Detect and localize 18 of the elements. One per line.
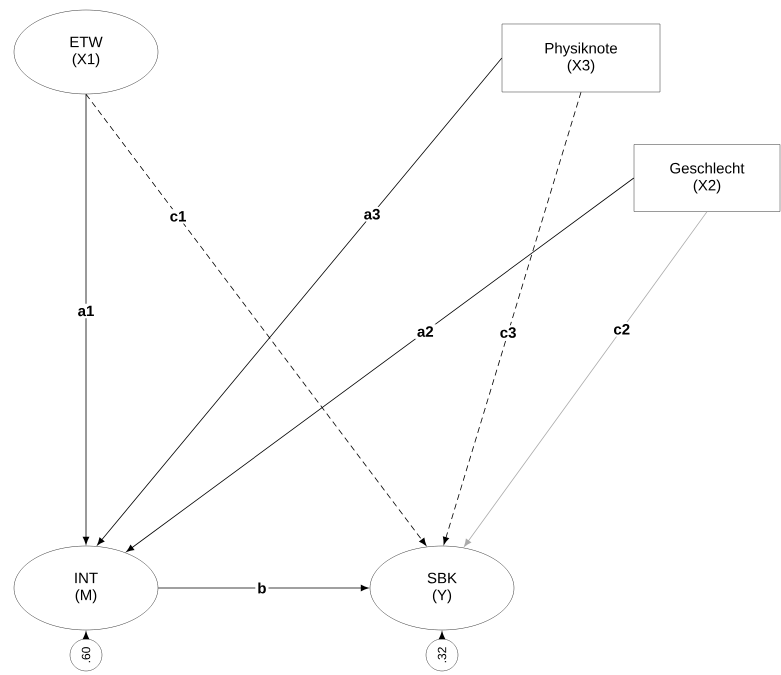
variable-box: Geschlecht (X2) (634, 144, 780, 212)
arrow (82, 631, 90, 640)
edge-label: c2 (611, 322, 632, 337)
edge-label: a2 (414, 324, 436, 339)
edge-label: c3 (498, 325, 518, 340)
edge-label: a1 (76, 304, 96, 318)
arrow (442, 92, 582, 545)
arrow (97, 58, 502, 546)
arrow (126, 178, 634, 552)
edge-label: b (255, 580, 268, 596)
variable-box: Physiknote (X3) (502, 24, 660, 92)
arrow (438, 631, 446, 640)
arrow (464, 211, 708, 547)
arrow (86, 94, 426, 546)
arrow (158, 584, 369, 592)
edge-label: c1 (168, 209, 188, 224)
edge-label: a3 (362, 206, 382, 222)
arrow (82, 94, 90, 545)
